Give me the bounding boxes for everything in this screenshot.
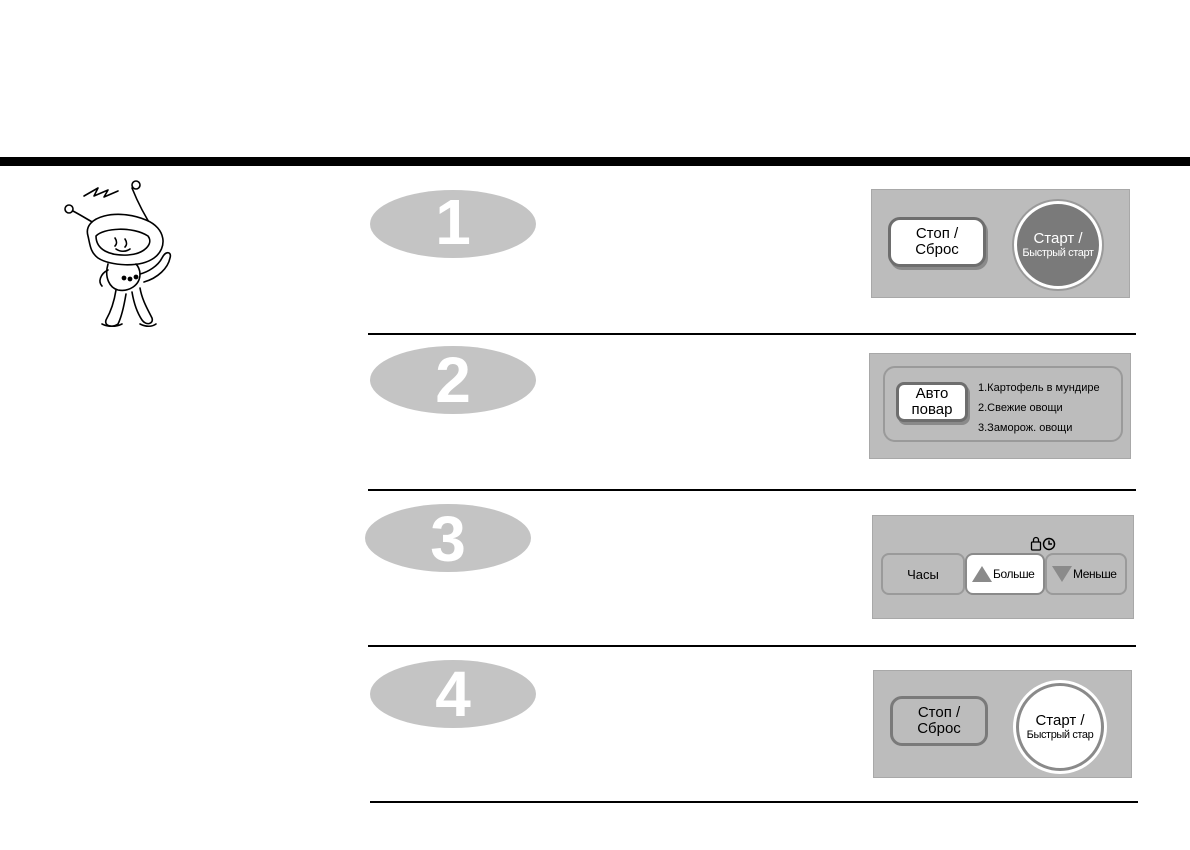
up-arrow-icon [972,566,992,582]
step-2-number: 2 [435,345,471,415]
step-1-number: 1 [435,189,471,258]
start-quick-start-button[interactable]: Старт / Быстрый стар [1016,683,1104,771]
auto-label: Авто [915,384,949,402]
step-4-badge: 4 [369,659,537,729]
step-divider [368,489,1136,491]
down-arrow-icon [1052,566,1072,582]
reset-label: Сброс [915,241,959,258]
mascot-illustration [58,178,188,338]
menu-item-frozen-vegetables: 3.Заморож. овощи [978,422,1073,434]
stop-label: Стоп / [917,703,961,721]
clock-icon [1042,537,1056,551]
clock-label: Часы [907,566,939,582]
auto-cook-frame [883,366,1123,442]
stop-label: Стоп / [915,224,959,242]
step-1-control-panel: Стоп / Сброс Старт / Быстрый старт [871,189,1130,298]
stop-reset-button[interactable]: Стоп / Сброс [890,696,988,746]
reset-label: Сброс [917,720,961,737]
step-3-control-panel: Часы Больше Меньше [872,515,1134,619]
header-rule [0,157,1190,166]
step-3-badge: 3 [364,503,532,573]
more-button[interactable]: Больше [965,553,1045,595]
auto-cook-menu: 1.Картофель в мундире 2.Свежие овощи 3.З… [978,378,1100,438]
clock-button[interactable]: Часы [881,553,965,595]
auto-cook-button[interactable]: Авто повар [896,382,968,422]
step-divider [370,801,1138,803]
less-button[interactable]: Меньше [1045,553,1127,595]
start-label: Старт / [1033,230,1083,248]
step-2-control-panel: Авто повар 1.Картофель в мундире 2.Свежи… [869,353,1131,459]
start-label: Старт / [1035,712,1085,730]
menu-item-fresh-vegetables: 2.Свежие овощи [978,402,1063,414]
quick-start-label: Быстрый старт [1022,247,1094,260]
start-quick-start-button[interactable]: Старт / Быстрый старт [1014,201,1102,289]
quick-start-label: Быстрый стар [1026,729,1094,742]
more-label: Больше [993,567,1035,581]
step-2-badge: 2 [369,345,537,415]
lock-icon [1030,536,1042,551]
step-3-number: 3 [430,503,466,573]
step-divider [368,645,1136,647]
less-label: Меньше [1073,567,1117,581]
step-4-number: 4 [435,659,471,729]
step-divider [368,333,1136,335]
cook-label: повар [911,401,953,418]
menu-item-potatoes: 1.Картофель в мундире [978,382,1100,394]
step-4-control-panel: Стоп / Сброс Старт / Быстрый стар [873,670,1132,778]
step-1-badge: 1 [369,189,537,259]
stop-reset-button[interactable]: Стоп / Сброс [888,217,986,267]
